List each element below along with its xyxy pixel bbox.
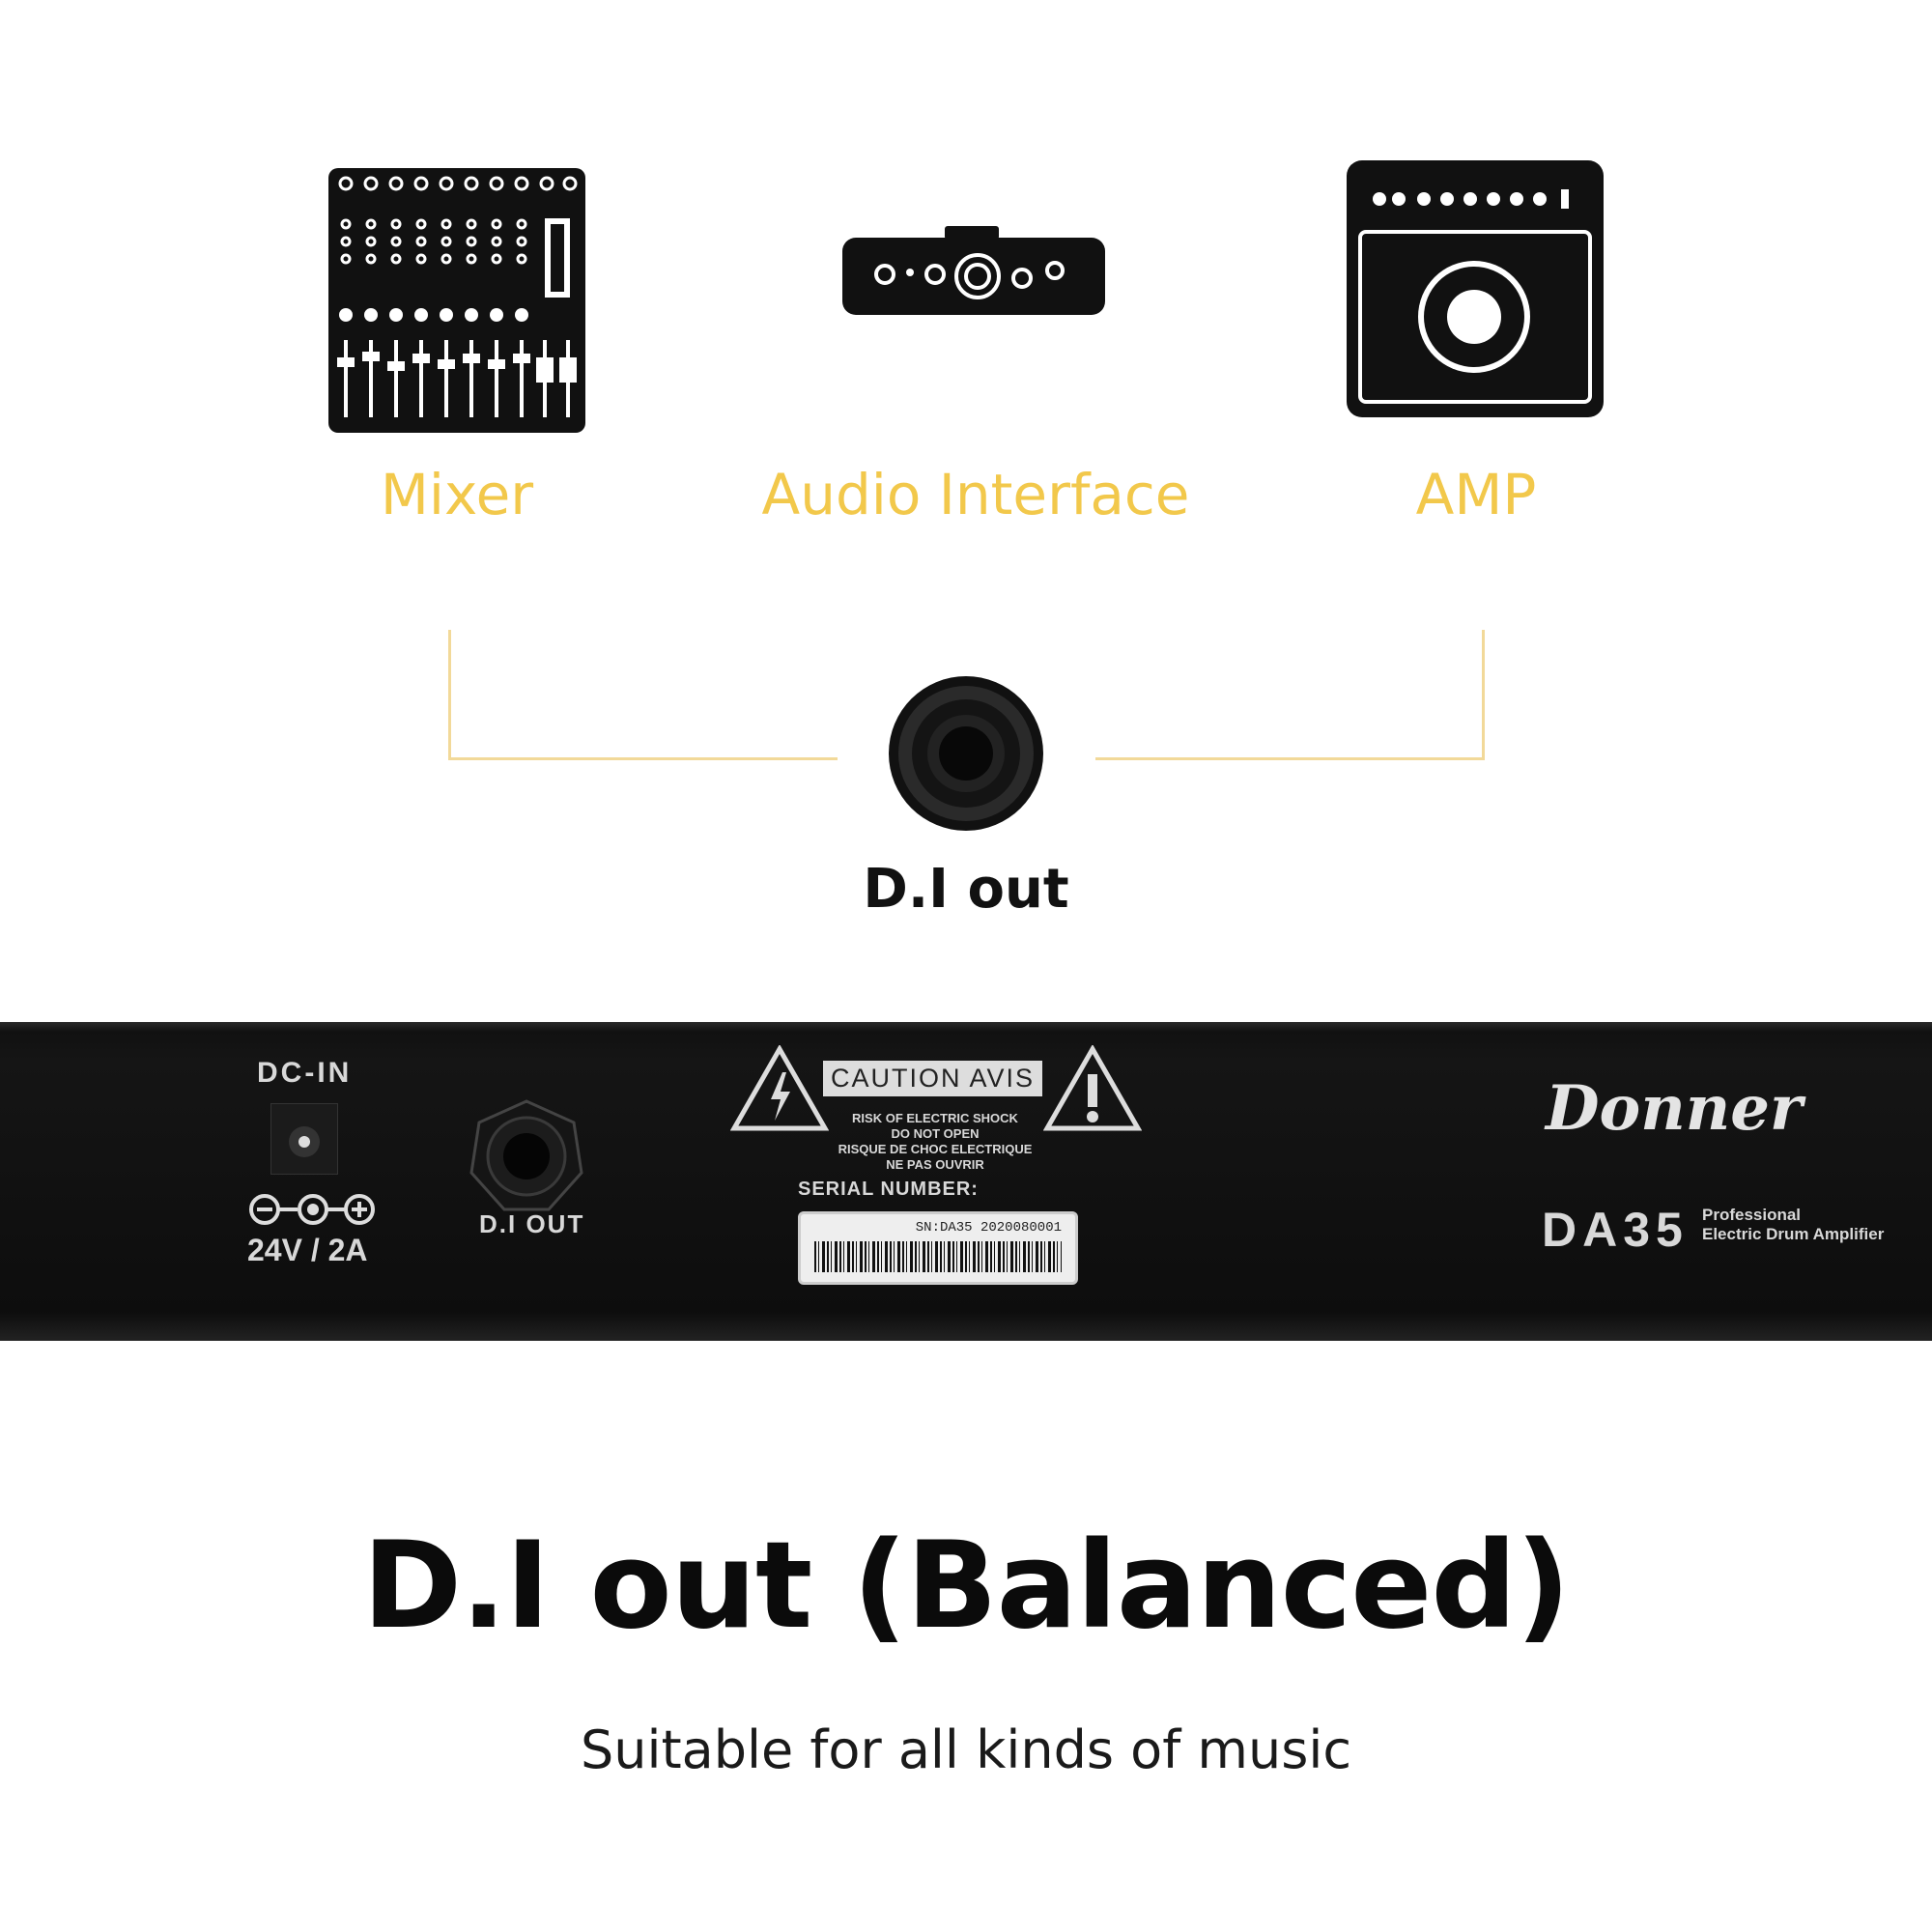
serial-sticker: SN:DA35 2020080001 (798, 1211, 1078, 1285)
di-out-panel-label: D.I OUT (479, 1209, 585, 1238)
amp-icon (1347, 160, 1604, 417)
model-label: DA35 (1542, 1203, 1689, 1257)
di-out-label: D.I out (863, 858, 1069, 921)
amplifier-rear-panel: DC-IN 24V / 2A D.I OUT CAUTION AVIS RISK… (0, 1022, 1932, 1341)
warning-line-2: DO NOT OPEN (891, 1126, 980, 1141)
barcode (814, 1241, 1062, 1272)
mixer-label: Mixer (380, 462, 534, 527)
dc-in-socket-icon (270, 1103, 338, 1175)
amp-label: AMP (1415, 462, 1537, 527)
exclamation-warning-icon (1043, 1045, 1142, 1131)
serial-number-value: SN:DA35 2020080001 (915, 1220, 1062, 1236)
page-title: D.I out (Balanced) (362, 1517, 1571, 1656)
model-desc-1: Professional (1702, 1206, 1802, 1224)
caution-label: CAUTION AVIS (823, 1061, 1043, 1096)
page-subtitle: Suitable for all kinds of music (580, 1719, 1352, 1780)
left-connector-line (448, 630, 838, 760)
right-connector-line (1095, 630, 1485, 760)
warning-line-3: RISQUE DE CHOC ELECTRIQUE (838, 1142, 1033, 1156)
model-desc-2: Electric Drum Amplifier (1702, 1225, 1885, 1243)
brand-logo: Donner (1546, 1072, 1803, 1145)
warning-line-1: RISK OF ELECTRIC SHOCK (852, 1111, 1018, 1125)
mixer-icon (328, 168, 585, 433)
serial-number-label: SERIAL NUMBER: (798, 1179, 979, 1200)
shock-warning-icon (730, 1045, 829, 1131)
dc-in-label: DC-IN (257, 1057, 353, 1089)
audio-interface-label: Audio Interface (761, 462, 1190, 527)
power-spec-label: 24V / 2A (247, 1233, 368, 1267)
audio-interface-icon (842, 226, 1105, 315)
warning-line-4: NE PAS OUVRIR (886, 1157, 984, 1172)
polarity-icon (249, 1194, 375, 1225)
di-out-jack-icon (469, 1099, 583, 1211)
jack-socket-icon (889, 676, 1043, 831)
